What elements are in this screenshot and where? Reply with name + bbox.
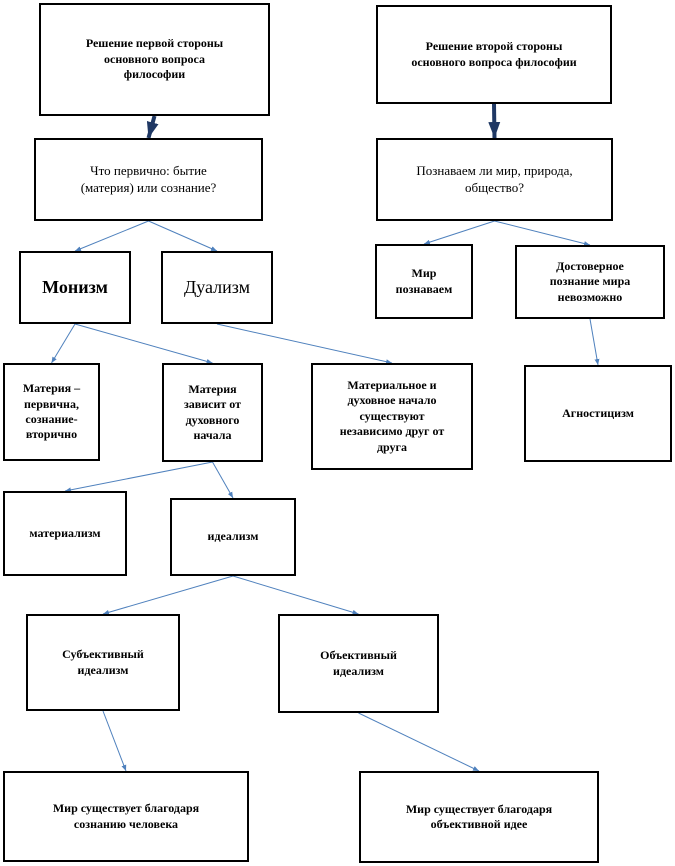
independent-node: Материальное и духовное начало существую… bbox=[311, 363, 473, 470]
materialism-node: материализм bbox=[3, 491, 127, 576]
arrow-dualism-to-independent bbox=[216, 323, 393, 365]
arrow-monism-to-matter-depends bbox=[74, 323, 213, 364]
arrow-idealism-to-objective bbox=[232, 575, 359, 615]
arrow-matter-depends-to-idealism bbox=[212, 461, 234, 499]
idealism-node: идеализм bbox=[170, 498, 296, 576]
arrow-question-knowable-to-world-knowable bbox=[423, 220, 495, 245]
world-by-consciousness-node: Мир существует благодаря сознанию челове… bbox=[3, 771, 249, 862]
subjective-idealism-node: Субъективный идеализм bbox=[26, 614, 180, 711]
arrow-reliable-impossible-to-agnosticism bbox=[589, 318, 600, 366]
arrow-matter-depends-to-materialism bbox=[64, 461, 213, 493]
world-by-idea-node: Мир существует благодаря объективной иде… bbox=[359, 771, 599, 863]
monism-node: Монизм bbox=[19, 251, 131, 324]
arrow-monism-to-matter-primary bbox=[51, 323, 76, 364]
agnosticism-node: Агностицизм bbox=[524, 365, 672, 462]
arrow-first-side-to-question-primary bbox=[146, 115, 159, 139]
arrow-question-knowable-to-reliable-impossible bbox=[494, 220, 591, 246]
arrow-second-side-to-question-knowable bbox=[488, 103, 501, 139]
world-knowable-node: Мир познаваем bbox=[375, 244, 473, 319]
question-primary-node: Что первично: бытие (материя) или сознан… bbox=[34, 138, 263, 221]
arrow-idealism-to-subjective bbox=[102, 575, 234, 615]
dualism-node: Дуализм bbox=[161, 251, 273, 324]
reliable-impossible-node: Достоверное познание мира невозможно bbox=[515, 245, 665, 319]
arrow-objective-to-world-by-idea bbox=[358, 712, 480, 772]
arrow-question-primary-to-monism bbox=[74, 220, 149, 252]
second-side-node: Решение второй стороны основного вопроса… bbox=[376, 5, 612, 104]
matter-primary-node: Материя – первична, сознание- вторично bbox=[3, 363, 100, 461]
first-side-node: Решение первой стороны основного вопроса… bbox=[39, 3, 270, 116]
arrow-question-primary-to-dualism bbox=[148, 220, 218, 252]
matter-depends-node: Материя зависит от духовного начала bbox=[162, 363, 263, 462]
question-knowable-node: Познаваем ли мир, природа, общество? bbox=[376, 138, 613, 221]
objective-idealism-node: Объективный идеализм bbox=[278, 614, 439, 713]
arrow-subjective-to-world-by-consciousness bbox=[102, 710, 127, 772]
